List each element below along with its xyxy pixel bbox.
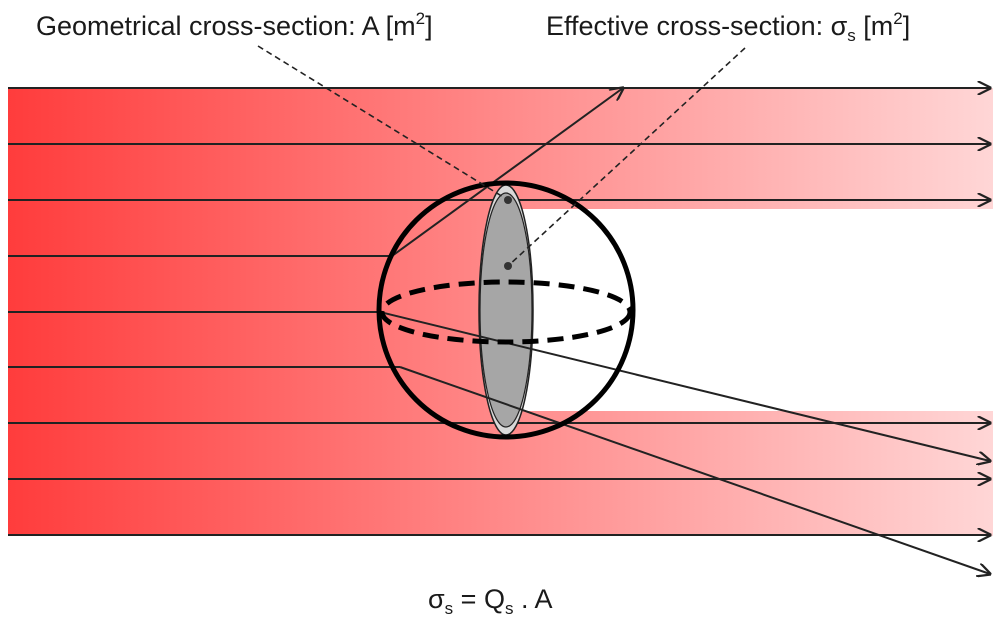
- equation-suffix: . A: [513, 584, 553, 614]
- effective-label-mid: [m: [855, 11, 894, 41]
- effective-label-suffix: ]: [902, 11, 911, 41]
- effective-cross-section-disk: [479, 192, 533, 428]
- effective-leader-dot: [504, 262, 512, 270]
- scattered-ray-up: [391, 88, 623, 257]
- cross-section-equation: σs = Qs . A: [428, 584, 553, 618]
- sphere-outline: [376, 180, 636, 440]
- scattered-ray-down-1: [379, 311, 990, 461]
- equation-middle: = Q: [453, 584, 505, 614]
- effective-cross-section-label: Effective cross-section: σs [m2]: [546, 10, 910, 44]
- effective-label-superscript: 2: [893, 9, 903, 28]
- geometrical-label-prefix: Geometrical cross-section: A [m: [36, 11, 416, 41]
- equation-sigma: σ: [428, 584, 445, 614]
- effective-label-prefix: Effective cross-section: σ: [546, 11, 848, 41]
- scattered-ray-down-2: [399, 366, 990, 574]
- equation-sigma-subscript: s: [444, 599, 454, 618]
- sphere-equator-dashed: [379, 279, 633, 345]
- effective-leader-line: [507, 47, 746, 267]
- effective-label-subscript: s: [847, 26, 856, 45]
- equation-q-subscript: s: [504, 599, 514, 618]
- geometrical-leader-line: [257, 45, 509, 201]
- geometrical-cross-section-label: Geometrical cross-section: A [m2]: [36, 10, 433, 40]
- leader-lines: [257, 45, 746, 267]
- scattered-rays: [379, 88, 990, 574]
- geometrical-label-suffix: ]: [425, 11, 433, 41]
- geometrical-leader-dot: [504, 196, 512, 204]
- geometrical-label-superscript: 2: [415, 9, 426, 28]
